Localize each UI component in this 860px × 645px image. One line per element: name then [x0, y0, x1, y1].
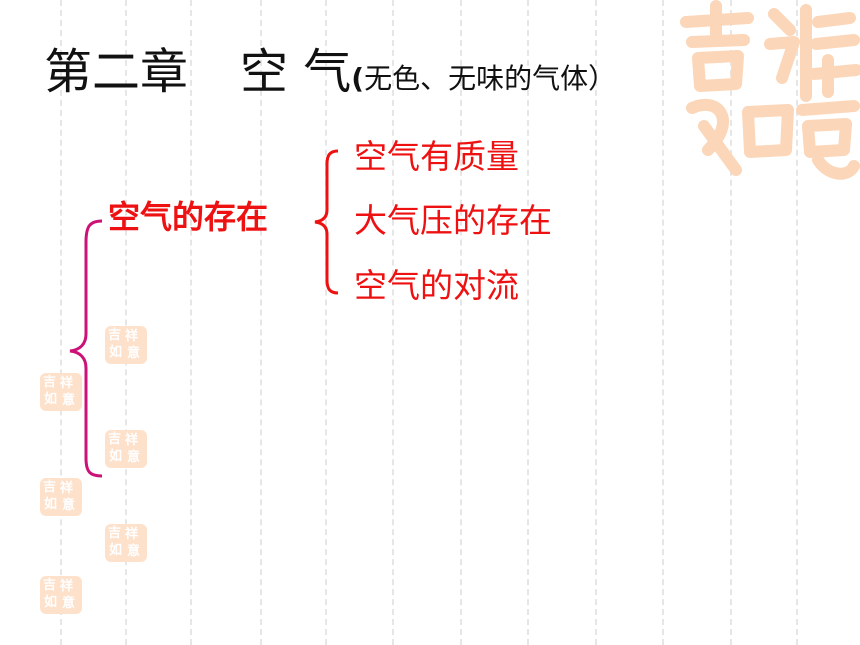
auspicious-seal-icon: 吉祥如意 — [40, 373, 82, 411]
inner-brace — [314, 149, 339, 295]
title-paren: ( — [351, 62, 365, 95]
grid-line — [325, 0, 327, 645]
title-note: 无色、无味的气体） — [364, 62, 617, 95]
auspicious-seal-icon: 吉祥如意 — [105, 430, 147, 468]
grid-line — [260, 0, 262, 645]
grid-line — [527, 0, 529, 645]
auspicious-seal-large-icon — [680, 0, 860, 180]
grid-line — [392, 0, 394, 645]
auspicious-seal-icon: 吉祥如意 — [105, 326, 147, 364]
grid-line — [796, 0, 798, 645]
list-item-convection: 空气的对流 — [354, 266, 519, 305]
list-item-pressure: 大气压的存在 — [354, 201, 552, 240]
page-title: 第二章空 气(无色、无味的气体） — [44, 48, 616, 96]
auspicious-seal-icon: 吉祥如意 — [105, 524, 147, 562]
grid-line — [662, 0, 664, 645]
grid-line — [125, 0, 127, 645]
auspicious-seal-icon: 吉祥如意 — [40, 478, 82, 516]
grid-line — [190, 0, 192, 645]
grid-line — [460, 0, 462, 645]
title-topic: 空 气 — [240, 44, 352, 100]
outer-brace — [69, 219, 103, 478]
auspicious-seal-icon: 吉祥如意 — [40, 576, 82, 614]
section-heading: 空气的存在 — [108, 198, 269, 236]
list-item-mass: 空气有质量 — [354, 137, 519, 176]
grid-line — [730, 0, 732, 645]
grid-line — [60, 0, 62, 645]
title-chapter: 第二章 — [44, 44, 189, 100]
grid-line — [595, 0, 597, 645]
